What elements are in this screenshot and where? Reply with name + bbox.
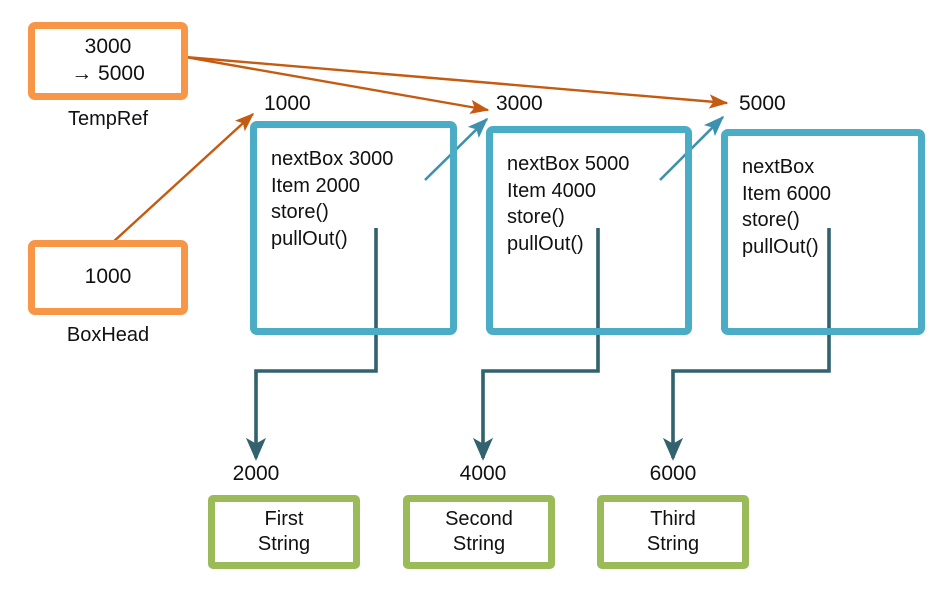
address-label-4000: 4000 (459, 462, 507, 485)
node-box-5000[interactable]: nextBox Item 6000 store() pullOut() (721, 129, 925, 335)
node-box-1000[interactable]: nextBox 3000 Item 2000 store() pullOut() (250, 121, 457, 335)
address-label-1000: 1000 (264, 92, 311, 115)
address-label-2000: 2000 (232, 462, 280, 485)
arrow-item-3000-to-4000 (472, 228, 600, 461)
node-box-3000-lines: nextBox 5000 Item 4000 store() pullOut() (507, 153, 630, 255)
string-box-4000-text: Second String (445, 508, 513, 555)
string-box-2000[interactable]: First String (208, 495, 360, 569)
node-box-1000-lines: nextBox 3000 Item 2000 store() pullOut() (271, 148, 394, 250)
string-box-4000[interactable]: Second String (403, 495, 555, 569)
arrow-boxhead-to-1000 (108, 113, 255, 249)
address-label-3000: 3000 (496, 92, 543, 115)
string-box-2000-text: First String (257, 508, 311, 555)
address-label-5000: 5000 (739, 92, 786, 115)
tempref-value: 3000 → 5000 (71, 35, 145, 85)
string-box-6000[interactable]: Third String (597, 495, 749, 569)
boxhead-caption: BoxHead (66, 324, 150, 346)
node-box-3000[interactable]: nextBox 5000 Item 4000 store() pullOut() (486, 126, 692, 335)
string-box-6000-text: Third String (646, 508, 700, 555)
tempref-box[interactable]: 3000 → 5000 (28, 22, 188, 100)
boxhead-box[interactable]: 1000 (28, 240, 188, 315)
arrow-item-1000-to-2000 (245, 228, 378, 461)
tempref-caption: TempRef (67, 108, 149, 130)
node-box-5000-lines: nextBox Item 6000 store() pullOut() (742, 156, 831, 258)
arrow-item-5000-to-6000 (662, 228, 831, 461)
address-label-6000: 6000 (649, 462, 697, 485)
boxhead-value: 1000 (84, 265, 132, 289)
